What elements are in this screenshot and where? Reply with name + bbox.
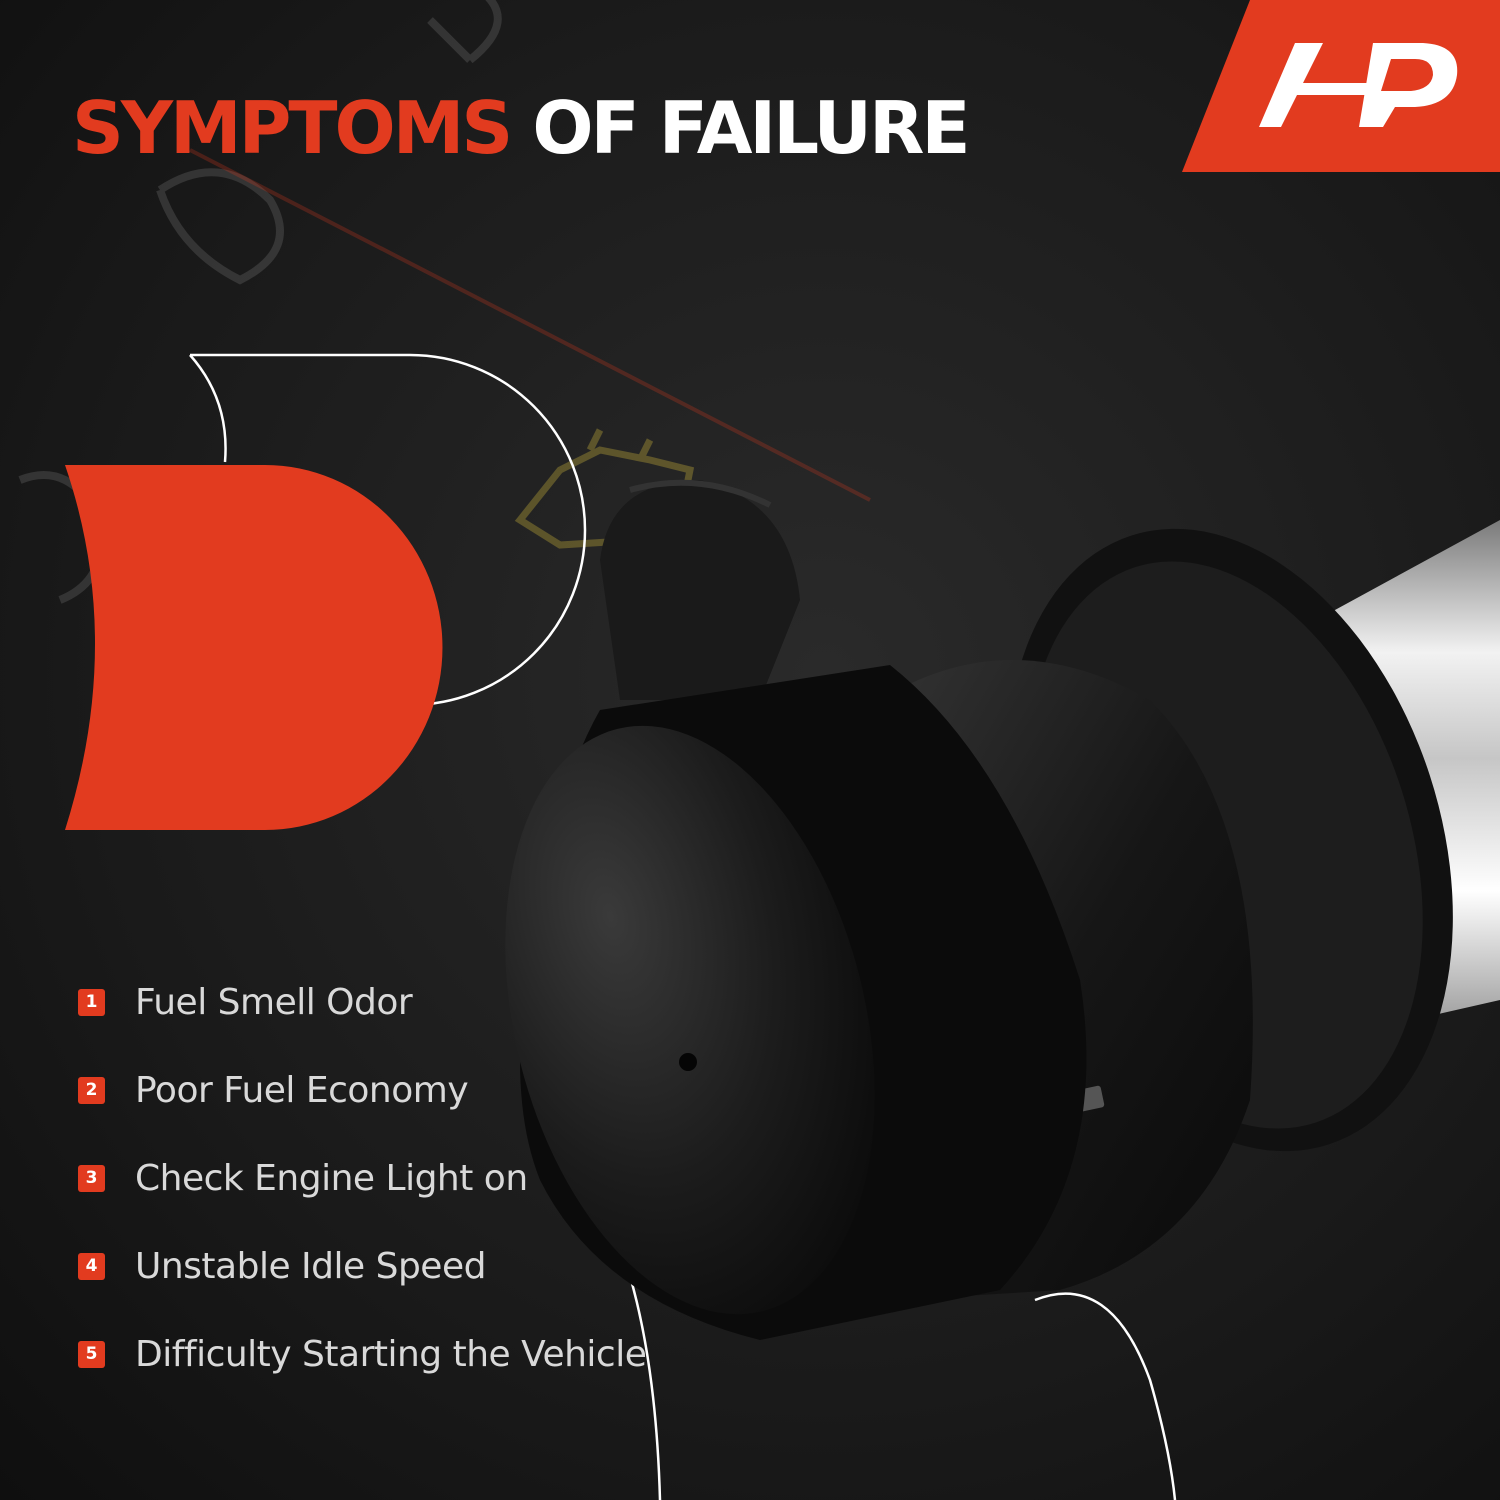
list-item: 1 Fuel Smell Odor xyxy=(78,958,698,1046)
page-title: SYMPTOMS OF FAILURE xyxy=(72,92,971,164)
a-premium-logo-icon xyxy=(1259,43,1458,127)
list-item-label: Difficulty Starting the Vehicle xyxy=(135,1333,647,1375)
list-item: 4 Unstable Idle Speed xyxy=(78,1222,698,1310)
check-engine-icon xyxy=(514,428,695,549)
list-item: 5 Difficulty Starting the Vehicle xyxy=(78,1310,698,1398)
list-item-label: Fuel Smell Odor xyxy=(135,981,413,1023)
list-item-label: Check Engine Light on xyxy=(135,1157,528,1199)
d-shape-graphic xyxy=(65,465,443,830)
brand-logo: AP xyxy=(1255,35,1470,135)
headline-rest: OF FAILURE xyxy=(532,86,970,170)
list-number-badge: 2 xyxy=(78,1076,105,1104)
list-item: 3 Check Engine Light on xyxy=(78,1134,698,1222)
list-number-badge: 1 xyxy=(78,988,105,1016)
symptom-list: 1 Fuel Smell Odor 2 Poor Fuel Economy 3 … xyxy=(78,958,698,1398)
list-item-label: Unstable Idle Speed xyxy=(135,1245,486,1287)
list-number-badge: 3 xyxy=(78,1164,105,1192)
speedometer-needle xyxy=(189,148,871,502)
headline-accent: SYMPTOMS xyxy=(72,86,513,170)
fuel-pump-module-image xyxy=(505,479,1500,1340)
d-shape-outline xyxy=(190,353,587,707)
list-number-badge: 4 xyxy=(78,1252,105,1280)
list-number-badge: 5 xyxy=(78,1340,105,1368)
list-item: 2 Poor Fuel Economy xyxy=(78,1046,698,1134)
list-item-label: Poor Fuel Economy xyxy=(135,1069,469,1111)
